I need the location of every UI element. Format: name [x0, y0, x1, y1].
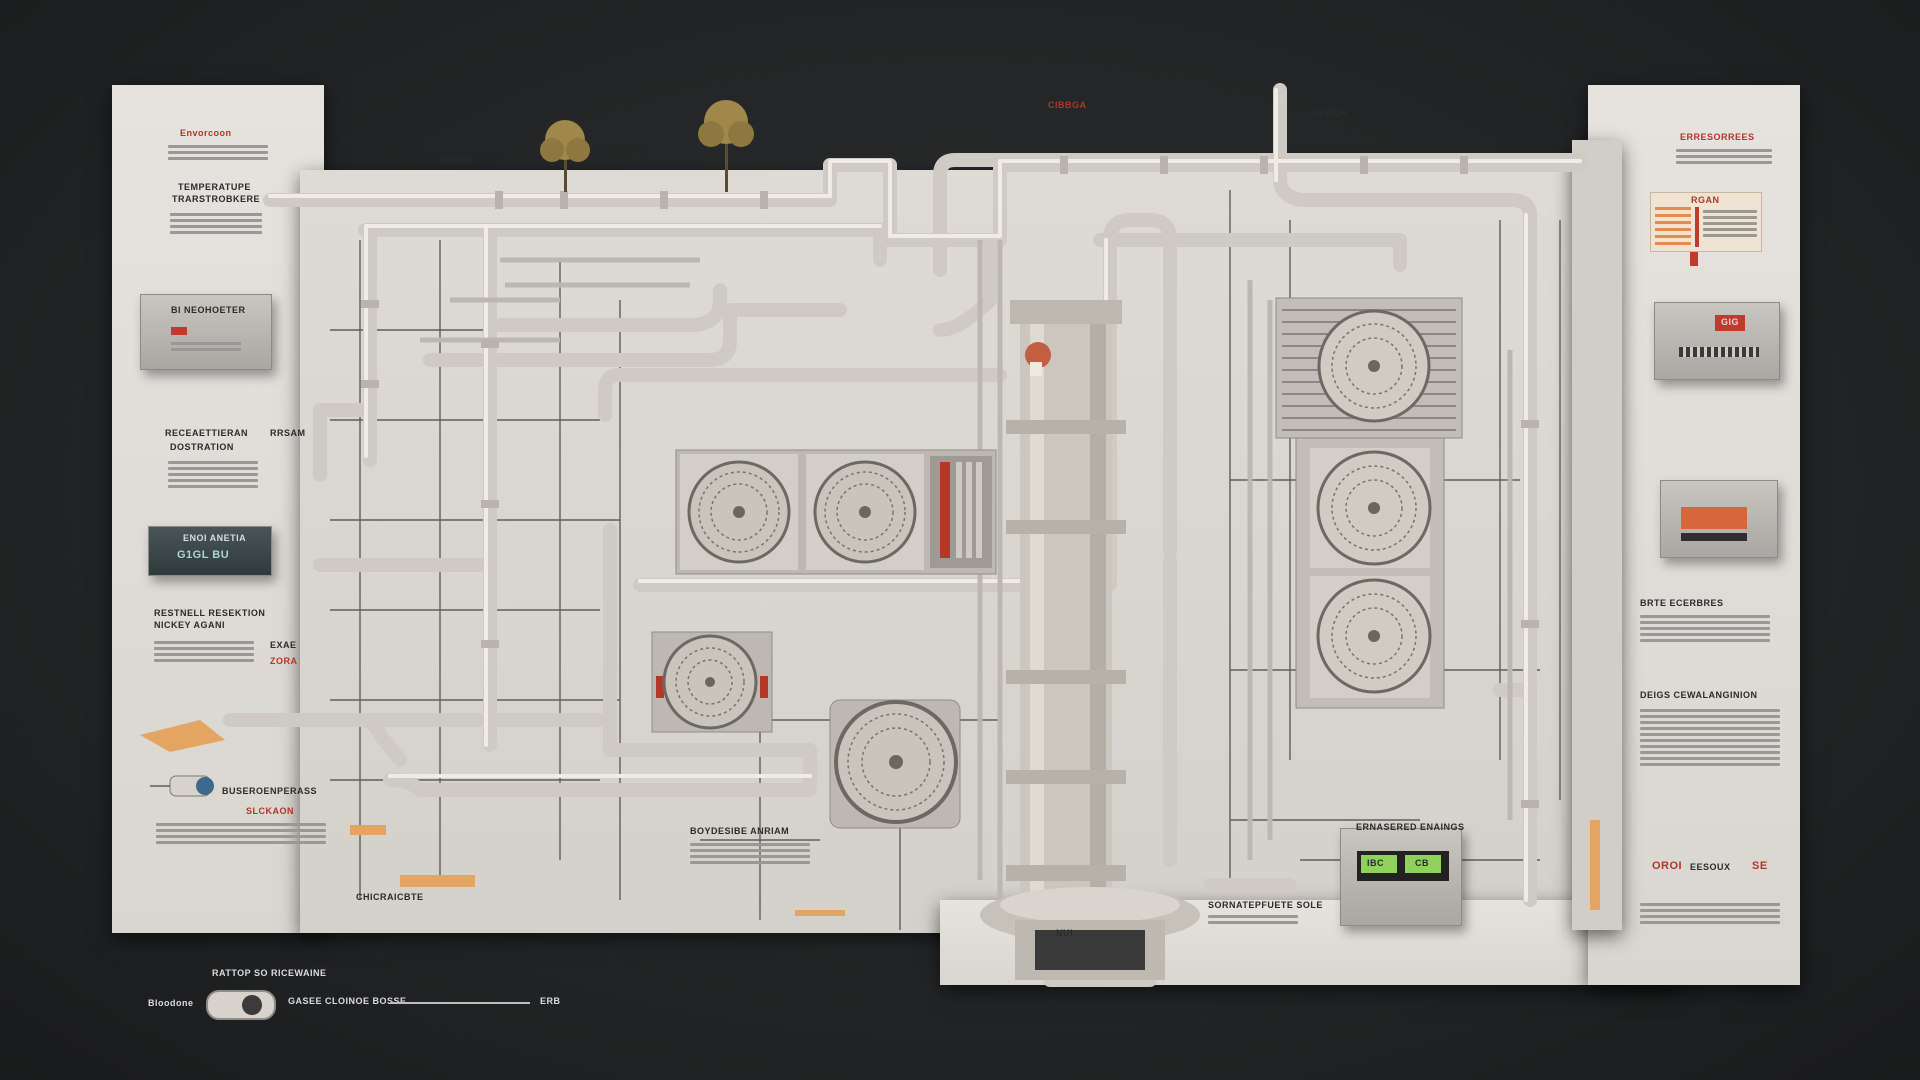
legend-toggle-knob	[242, 995, 262, 1015]
right-data-table: RGAN	[1650, 192, 1762, 252]
right-table-rows	[1703, 207, 1757, 240]
left-bottom-label-3: CHICRAICBTE	[356, 892, 424, 902]
callout-bottom: SORNATEPFUETE SOLE	[1208, 900, 1323, 910]
left-text-block-1	[168, 142, 268, 163]
top-label: ENVICH	[1310, 108, 1348, 118]
left-small-tag-2: ZORA	[270, 656, 298, 666]
left-text-block-3	[168, 458, 258, 491]
left-header-2b: TRARSTROBKERE	[172, 194, 261, 204]
left-device-box-2-value: G1GL BU	[177, 549, 230, 561]
left-header-1: Envorcoon	[180, 128, 232, 138]
fan-note: BOYDESIBE ANRIAM	[690, 826, 790, 836]
left-header-3: RECEAETTIERAN	[165, 428, 249, 438]
legend-title: RATTOP SO RICEWAINE	[212, 968, 327, 978]
legend-line	[390, 1002, 530, 1004]
pipe-joints	[361, 156, 1539, 808]
right-header-2: BRTE ECERBRES	[1640, 598, 1724, 608]
right-table-title: RGAN	[1691, 195, 1720, 205]
left-header-3b: DOSTRATION	[170, 442, 234, 452]
left-device-box-2-title: ENOI ANETIA	[183, 533, 247, 543]
column-tag: NUI	[1056, 928, 1073, 938]
right-table-separator	[1695, 207, 1699, 247]
right-header-3: DEIGS CEWALANGINION	[1640, 690, 1758, 700]
control-display-2-bg: CB	[1405, 855, 1441, 873]
left-text-block-5	[156, 820, 326, 847]
left-header-4: RESTNELL RESEKTION	[154, 608, 266, 618]
left-header-2: TEMPERATUPE	[178, 182, 251, 192]
tree-decoration-1	[540, 120, 590, 192]
right-text-block-1	[1676, 146, 1772, 167]
tree-decoration-2	[698, 100, 754, 192]
center-text-block	[690, 840, 810, 867]
legend-right-label: ERB	[540, 996, 561, 1006]
fan-blade-1	[687, 460, 791, 564]
control-unit-screen: IBC CB	[1357, 851, 1449, 881]
control-display-1-bg: IBC	[1361, 855, 1397, 873]
legend-toggle-switch	[206, 990, 276, 1020]
right-device-box-2-strip	[1681, 533, 1747, 541]
right-footer-mid: EESOUX	[1690, 862, 1731, 872]
left-device-box-1-label: BI NEOHOETER	[171, 305, 246, 315]
right-footer-left: OROI	[1652, 860, 1683, 872]
left-header-4b: NICKEY AGANI	[154, 620, 226, 630]
pipe-highlights	[268, 88, 1582, 902]
valve-left	[150, 775, 214, 797]
left-device-box-1-lines	[171, 339, 241, 354]
right-device-box-2-panel	[1681, 507, 1747, 529]
fan-unit-round	[829, 699, 961, 829]
top-callout-right: CIBBGA	[1048, 100, 1087, 110]
indicator-red	[171, 327, 187, 335]
right-header-1: ERRESORREES	[1680, 132, 1755, 142]
control-display-2: CB	[1415, 858, 1429, 868]
right-text-block-4	[1640, 900, 1780, 927]
right-device-box-1-display: GIG	[1715, 315, 1745, 331]
right-table-column-1	[1655, 207, 1691, 247]
legend: RATTOP SO RICEWAINE Bloodone GASEE CLOIN…	[140, 968, 580, 1028]
left-mid-tag: RRSAM	[270, 428, 306, 438]
right-panel-strip	[1572, 140, 1622, 930]
fan-tower-right	[1275, 297, 1463, 709]
orange-callouts	[140, 250, 1698, 916]
left-bottom-label-2: SLCKAON	[246, 806, 294, 816]
left-text-block-2	[170, 210, 262, 237]
right-device-box-2	[1660, 480, 1778, 558]
right-text-block-2	[1640, 612, 1770, 645]
left-text-block-4	[154, 638, 254, 665]
left-device-box-2: ENOI ANETIA G1GL BU	[148, 526, 272, 576]
fan-unit-small	[651, 631, 773, 733]
right-text-block-3	[1640, 706, 1780, 769]
control-unit-label: ERNASERED ENAINGS	[1356, 822, 1465, 832]
right-footer-right: SE	[1752, 860, 1768, 872]
left-small-tag-1: EXAE	[270, 640, 297, 650]
left-device-box-1: BI NEOHOETER	[140, 294, 272, 370]
control-display-1: IBC	[1367, 858, 1384, 868]
control-unit: IBC CB	[1340, 828, 1462, 926]
right-device-box-1-vent	[1679, 347, 1759, 357]
right-device-box-1: GIG	[1654, 302, 1780, 380]
center-bottom-text	[1208, 912, 1298, 927]
fan-blade-2	[813, 460, 917, 564]
right-device-box-1-value: GIG	[1721, 317, 1740, 327]
central-column-vessel	[980, 300, 1200, 980]
legend-mid-label: GASEE CLOINOE BOSSE	[288, 996, 407, 1006]
top-callout-left: SIGNIA	[440, 156, 475, 166]
left-bottom-label-1: BUSEROENPERASS	[222, 786, 318, 796]
legend-left-label: Bloodone	[148, 998, 194, 1008]
